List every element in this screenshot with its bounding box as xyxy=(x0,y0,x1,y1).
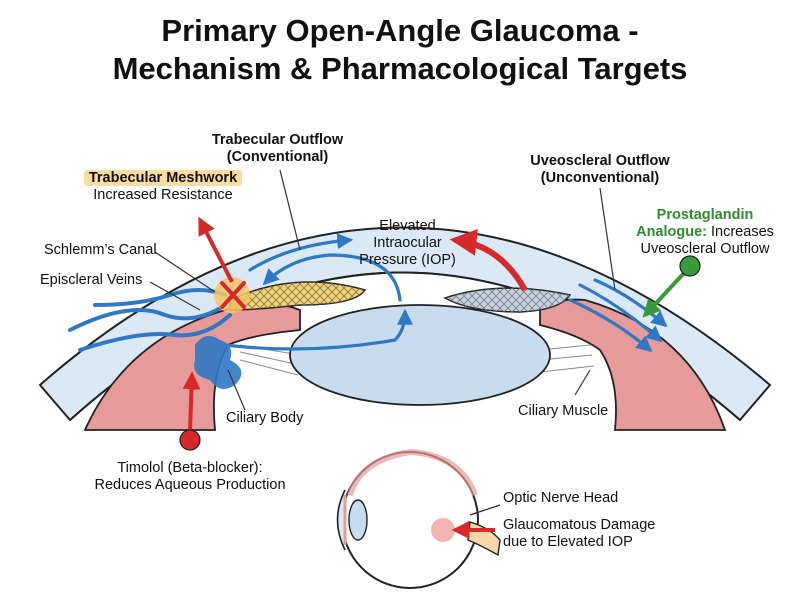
label-ciliary-body: Ciliary Body xyxy=(226,410,304,426)
label-glaucomatous-damage: Glaucomatous Damage due to Elevated IOP xyxy=(503,517,655,551)
label-damage-line1: Glaucomatous Damage xyxy=(503,517,656,533)
timolol-drug-pin xyxy=(179,371,201,451)
eye-sclera-band xyxy=(347,448,478,497)
label-optic-nerve-head: Optic Nerve Head xyxy=(503,490,619,506)
page-title-line1: Primary Open-Angle Glaucoma - xyxy=(161,13,639,48)
label-increased-resistance: Increased Resistance xyxy=(93,187,233,203)
label-trabecular-outflow-line1: Trabecular Outflow xyxy=(211,132,344,148)
prostaglandin-drug-pin xyxy=(642,255,701,318)
flow-arrow-uveoscleral-2 xyxy=(568,298,653,353)
eye-cross-section xyxy=(336,448,501,589)
optic-nerve xyxy=(467,521,501,557)
episcleral-veins xyxy=(68,288,232,352)
label-elevated-iop: Elevated Intraocular Pressure (IOP) xyxy=(345,218,470,269)
label-timolol: Timolol (Beta-blocker): Reduces Aqueous … xyxy=(85,460,295,494)
aqueous-flow-arrows xyxy=(223,233,668,353)
flow-arrow-uveoscleral-1 xyxy=(578,283,663,343)
flow-arrow-uveoscleral-3 xyxy=(593,278,668,328)
label-trabecular-outflow-line2: (Conventional) xyxy=(226,149,329,165)
label-episcleral-veins: Episcleral Veins xyxy=(40,272,143,288)
label-uveoscleral-outflow: Uveoscleral Outflow (Unconventional) xyxy=(510,153,690,187)
label-prostaglandin-line1: Prostaglandin xyxy=(656,207,754,223)
page-title-line2: Mechanism & Pharmacological Targets xyxy=(112,51,688,86)
leader-lines xyxy=(149,169,616,411)
iop-red-arrow xyxy=(449,228,528,292)
label-prostaglandin-line3: Uveoscleral Outflow xyxy=(640,241,770,257)
ciliary-body-aqueous xyxy=(194,336,242,389)
block-x-icon xyxy=(220,281,246,309)
label-prostaglandin-line2a: Analogue: xyxy=(636,224,707,240)
lens xyxy=(289,304,551,406)
eye-lens xyxy=(348,499,368,541)
label-iop-line3: Pressure (IOP) xyxy=(359,252,456,268)
label-timolol-line2: Reduces Aqueous Production xyxy=(94,477,286,493)
label-trabecular-outflow: Trabecular Outflow (Conventional) xyxy=(185,132,370,166)
label-timolol-line1: Timolol (Beta-blocker): xyxy=(117,460,263,476)
label-trabecular-meshwork: Trabecular Meshwork Increased Resistance xyxy=(78,170,248,204)
label-iop-line2: Intraocular xyxy=(373,235,442,251)
label-uveoscleral-line1: Uveoscleral Outflow xyxy=(530,153,670,169)
eye-cornea xyxy=(336,489,346,551)
flow-arrow-to-meshwork xyxy=(262,253,402,302)
resistance-red-arrow xyxy=(198,216,234,283)
label-damage-line2: due to Elevated IOP xyxy=(503,534,633,550)
label-prostaglandin-line2b: Increases xyxy=(706,224,774,240)
label-trabecular-meshwork-title: Trabecular Meshwork xyxy=(83,170,243,186)
label-schlemms-canal: Schlemm’s Canal xyxy=(44,242,157,258)
label-ciliary-muscle: Ciliary Muscle xyxy=(518,403,609,419)
label-iop-line1: Elevated xyxy=(379,218,436,234)
label-uveoscleral-line2: (Unconventional) xyxy=(540,170,660,186)
label-prostaglandin: Prostaglandin Analogue: Increases Uveosc… xyxy=(625,207,785,258)
flow-arrow-to-lens xyxy=(223,308,413,351)
optic-nerve-damage-glow xyxy=(431,518,455,542)
flow-arrow-trabecular-up xyxy=(248,233,354,272)
